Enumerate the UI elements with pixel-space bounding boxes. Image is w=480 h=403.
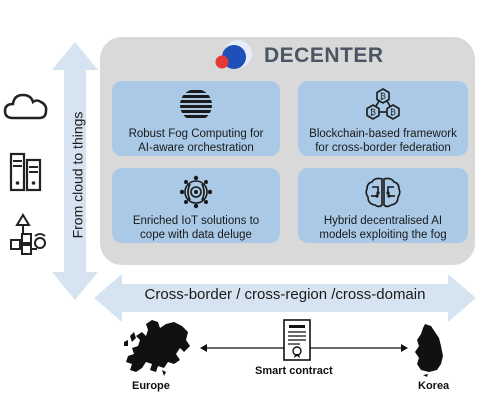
server-icon: [9, 152, 42, 192]
card-blockchain-line2: for cross-border federation: [315, 142, 451, 154]
iot-devices-icon: [10, 213, 46, 255]
card-blockchain: ₿ ₿ ₿ Blockchain-based framework for cro…: [298, 81, 468, 156]
svg-text:₿: ₿: [370, 108, 376, 117]
card-blockchain-line1: Blockchain-based framework: [309, 128, 457, 140]
cloud-icon: [3, 93, 48, 120]
europe-label: Europe: [132, 380, 170, 392]
card-iot-line2: cope with data deluge: [140, 229, 252, 241]
europe-map-icon: [124, 320, 190, 376]
vertical-arrow-label: From cloud to things: [69, 111, 85, 239]
svg-text:₿: ₿: [390, 108, 396, 117]
fog-computing-icon: [172, 85, 220, 125]
card-ai-line2: models exploiting the fog: [319, 229, 447, 241]
card-iot: Enriched IoT solutions to cope with data…: [112, 168, 280, 243]
decenter-logo-icon: [215, 40, 252, 69]
korea-map-icon: [415, 324, 443, 377]
contract-document-icon: [283, 319, 311, 361]
horizontal-arrow-label: Cross-border / cross-region /cross-domai…: [144, 286, 426, 303]
korea-label: Korea: [418, 380, 450, 392]
card-fog-line1: Robust Fog Computing for: [128, 128, 264, 140]
brand-name: DECENTER: [264, 44, 384, 67]
card-fog-computing: Robust Fog Computing for AI-aware orches…: [112, 81, 280, 156]
blockchain-icon: ₿ ₿ ₿: [363, 85, 403, 125]
brain-ai-icon: [363, 172, 403, 212]
card-iot-line1: Enriched IoT solutions to: [132, 215, 260, 227]
card-ai-line1: Hybrid decentralised AI: [323, 215, 443, 227]
horizontal-double-arrow: [94, 274, 476, 322]
card-ai: Hybrid decentralised AI models exploitin…: [298, 168, 468, 243]
iot-icon: [176, 172, 216, 212]
contract-label: Smart contract: [255, 365, 333, 377]
card-fog-line2: AI-aware orchestration: [138, 142, 254, 154]
vertical-arrow-label-box: From cloud to things: [66, 75, 88, 275]
vertical-double-arrow: [52, 42, 98, 300]
svg-text:₿: ₿: [380, 92, 386, 101]
